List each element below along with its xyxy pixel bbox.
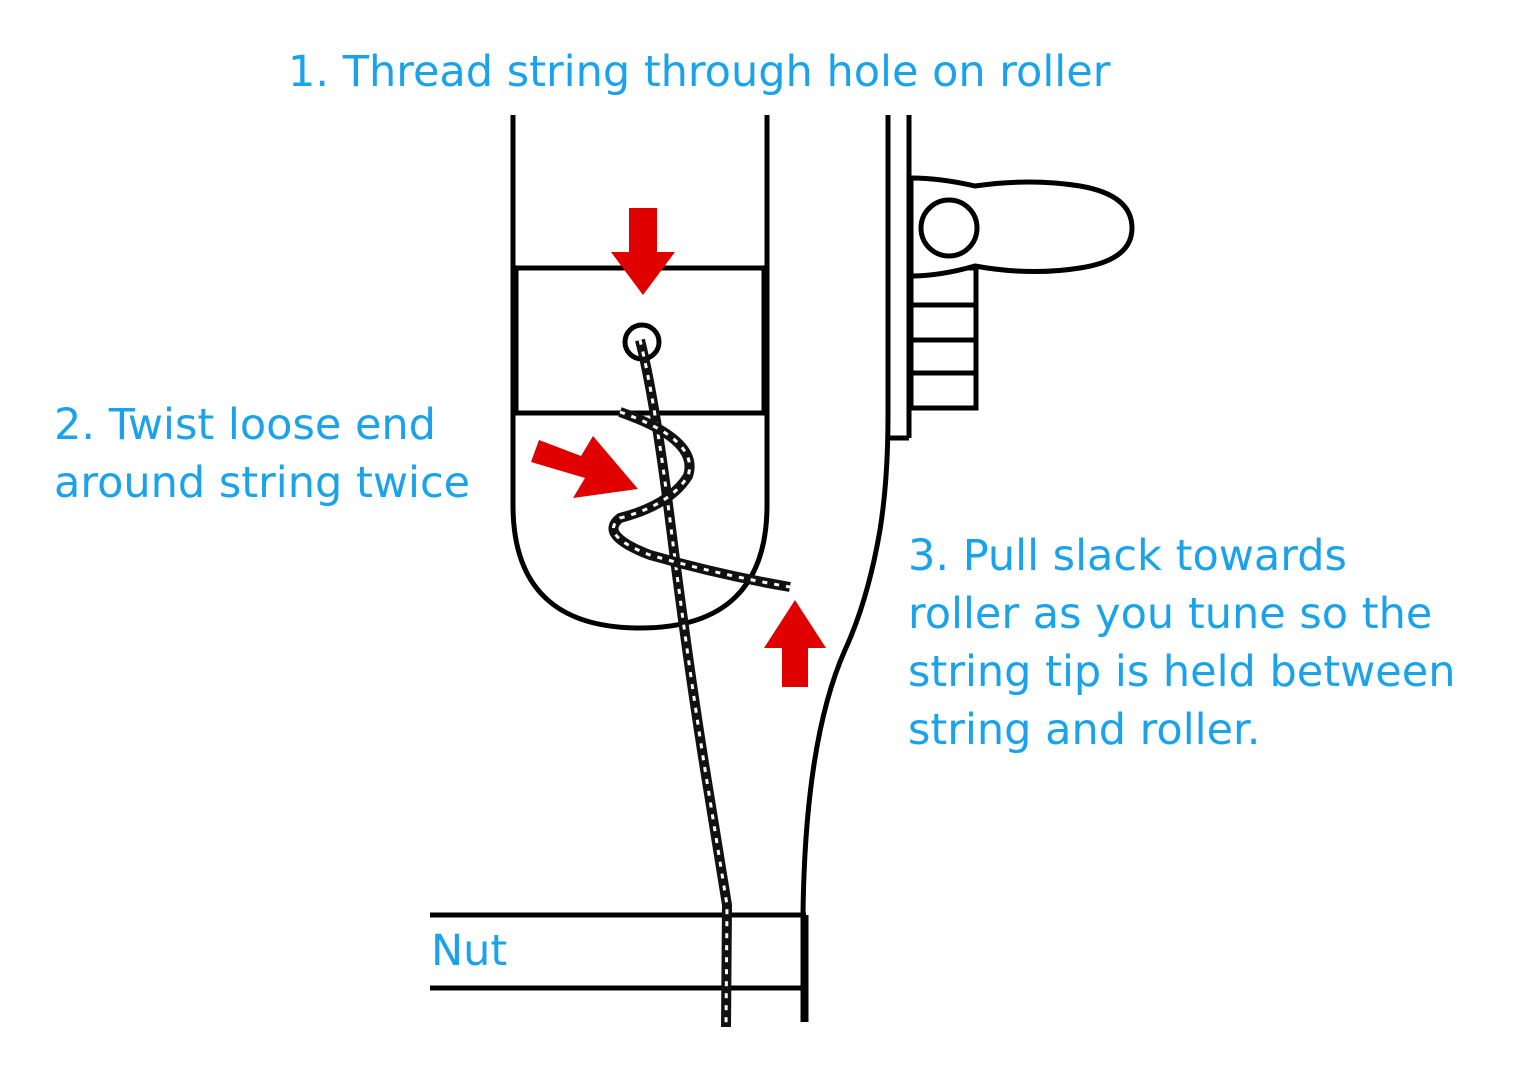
arrow-up-icon — [764, 600, 826, 687]
tuner-post — [918, 197, 980, 259]
step-3-line-3: string tip is held between — [908, 647, 1456, 697]
nut-label: Nut — [431, 926, 508, 976]
step-3-label: 3. Pull slack towards roller as you tune… — [908, 527, 1455, 759]
arrow-diagonal-icon — [531, 436, 638, 498]
step-2-line-2: around string twice — [54, 458, 471, 508]
step-3-line-1: 3. Pull slack towards — [908, 531, 1347, 581]
step-3-line-4: string and roller. — [908, 705, 1261, 755]
step-3-line-2: roller as you tune so the — [908, 589, 1433, 639]
step-1-label: 1. Thread string through hole on roller — [288, 43, 1110, 101]
guitar-string — [608, 338, 791, 1028]
slot-bottom-curve — [510, 504, 770, 631]
headstock-edge — [800, 115, 891, 1022]
step-1-text: 1. Thread string through hole on roller — [288, 47, 1111, 97]
step-2-label: 2. Twist loose end around string twice — [54, 396, 470, 512]
arrow-down-icon — [611, 208, 675, 295]
step-2-line-1: 2. Twist loose end — [54, 400, 436, 450]
